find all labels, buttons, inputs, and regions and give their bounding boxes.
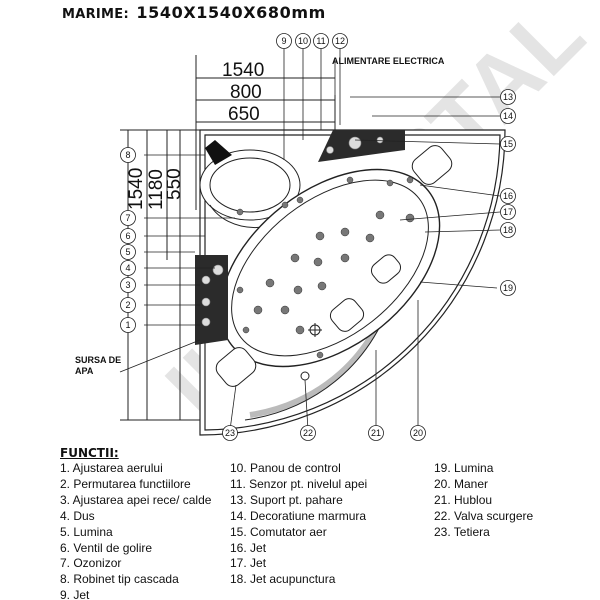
dim-height-mid: 1180 [146, 169, 167, 210]
callout-number: 23 [225, 428, 235, 438]
function-item: 16. Jet [230, 540, 267, 555]
callout-3: 3 [120, 277, 136, 293]
function-item: 6. Ventil de golire [60, 540, 153, 555]
callout-number: 6 [125, 231, 130, 241]
dimensions-title: MARIME: 1540X1540X680mm [62, 3, 326, 23]
functions-heading: FUNCTII: [60, 446, 119, 460]
callout-14: 14 [500, 108, 516, 124]
callout-16: 16 [500, 188, 516, 204]
callout-23: 23 [222, 425, 238, 441]
callout-12: 12 [332, 33, 348, 49]
callout-2: 2 [120, 297, 136, 313]
function-item: 2. Permutarea functiilore [60, 476, 191, 491]
callout-number: 22 [303, 428, 313, 438]
callout-number: 12 [335, 36, 345, 46]
callout-1: 1 [120, 317, 136, 333]
function-item: 20. Maner [434, 476, 489, 491]
callout-number: 21 [371, 428, 381, 438]
function-item: 13. Suport pt. pahare [230, 492, 343, 507]
callout-11: 11 [313, 33, 329, 49]
function-item: 23. Tetiera [434, 524, 490, 539]
callout-number: 2 [125, 300, 130, 310]
callout-4: 4 [120, 260, 136, 276]
dim-width-total: 1540 [222, 60, 264, 81]
callout-number: 8 [125, 150, 130, 160]
callout-8: 8 [120, 147, 136, 163]
callout-13: 13 [500, 89, 516, 105]
top-dimension-lines [195, 55, 336, 210]
dim-height-small: 550 [164, 168, 185, 200]
headrests [215, 145, 453, 387]
callout-number: 13 [503, 92, 513, 102]
functions-column-3: 19. Lumina 20. Maner 21. Hublou 22. Valv… [434, 461, 533, 541]
callout-7: 7 [120, 210, 136, 226]
callout-number: 11 [316, 36, 325, 46]
water-source-label-line2: APA [75, 366, 94, 376]
dim-width-mid: 800 [230, 82, 262, 103]
jets [236, 176, 415, 359]
callout-22: 22 [300, 425, 316, 441]
drain-valve [300, 323, 322, 381]
function-item: 4. Dus [60, 508, 95, 523]
title-value: 1540X1540X680mm [136, 3, 326, 22]
callout-17: 17 [500, 204, 516, 220]
callout-number: 17 [503, 207, 513, 217]
functions-column-2: 10. Panou de control 11. Senzor pt. nive… [230, 461, 367, 588]
callout-leaders [119, 48, 501, 431]
water-source-label-line1: SURSA DE [75, 355, 121, 365]
function-item: 14. Decoratiune marmura [230, 508, 367, 523]
callout-number: 9 [281, 36, 286, 46]
function-item: 9. Jet [60, 588, 90, 600]
callout-15: 15 [500, 136, 516, 152]
function-item: 19. Lumina [434, 461, 494, 475]
function-item: 21. Hublou [434, 492, 493, 507]
functions-column-1: 1. Ajustarea aerului 2. Permutarea funct… [60, 461, 211, 600]
function-item: 3. Ajustarea apei rece/ calde [60, 492, 212, 507]
function-item: 11. Senzor pt. nivelul apei [230, 476, 368, 491]
callout-number: 19 [503, 283, 513, 293]
function-item: 5. Lumina [60, 524, 113, 539]
function-item: 17. Jet [230, 556, 267, 571]
callout-number: 18 [503, 225, 513, 235]
callout-number: 15 [503, 139, 513, 149]
function-item: 1. Ajustarea aerului [60, 461, 163, 475]
function-item: 8. Robinet tip cascada [60, 572, 179, 587]
callout-number: 5 [125, 247, 130, 257]
inner-basin [219, 168, 441, 368]
function-item: 7. Ozonizor [60, 556, 122, 571]
callout-5: 5 [120, 244, 136, 260]
function-item: 22. Valva scurgere [434, 508, 534, 523]
callout-number: 14 [503, 111, 513, 121]
callout-20: 20 [410, 425, 426, 441]
power-supply-label: ALIMENTARE ELECTRICA [332, 56, 445, 66]
callout-number: 7 [125, 213, 130, 223]
control-panel-corner [205, 140, 232, 165]
dim-height-total: 1540 [126, 168, 147, 210]
callout-number: 4 [125, 263, 130, 273]
callout-18: 18 [500, 222, 516, 238]
callout-number: 3 [125, 280, 130, 290]
callout-9: 9 [276, 33, 292, 49]
control-panel-top [318, 130, 405, 162]
callout-number: 1 [125, 320, 130, 330]
bathtub-diagram: IL CONSTAL 1540 800 650 1540 1180 550 [75, 0, 600, 441]
function-item: 10. Panou de control [230, 461, 341, 475]
function-item: 15. Comutator aer [230, 524, 327, 539]
callout-21: 21 [368, 425, 384, 441]
title-label: MARIME: [62, 7, 129, 22]
callout-number: 10 [298, 36, 308, 46]
function-item: 18. Jet acupunctura [230, 572, 336, 587]
dim-width-small: 650 [228, 104, 260, 125]
callout-10: 10 [295, 33, 311, 49]
callout-number: 16 [503, 191, 513, 201]
callout-number: 20 [413, 428, 423, 438]
callout-6: 6 [120, 228, 136, 244]
callout-19: 19 [500, 280, 516, 296]
